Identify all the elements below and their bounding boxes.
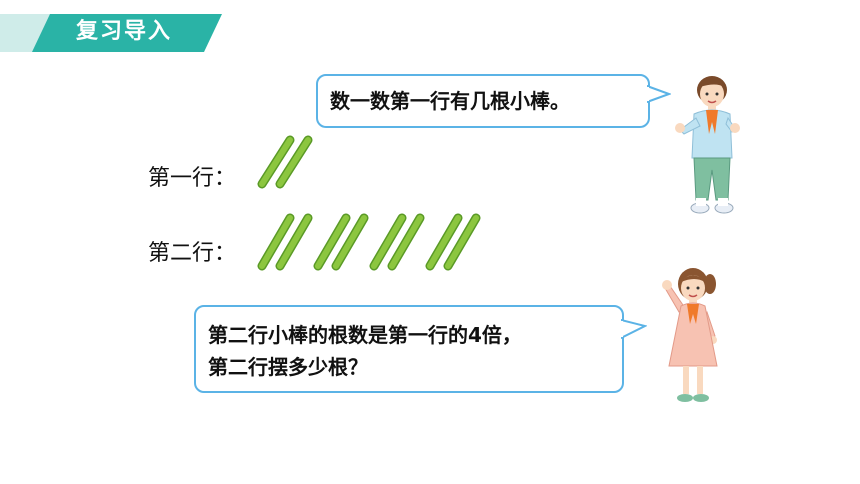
boy-illustration xyxy=(675,76,740,214)
bubble-tail-right xyxy=(647,84,671,104)
section-title: 复习导入 xyxy=(76,19,173,44)
sticks-row-first xyxy=(257,135,313,189)
stick xyxy=(275,213,313,271)
bubble-tail-right-bottom xyxy=(621,318,647,340)
boy-speech-text: 数一数第一行有几根小棒。 xyxy=(330,89,570,113)
stick xyxy=(313,213,351,271)
sticks-row-second xyxy=(257,213,481,271)
stick xyxy=(387,213,425,271)
girl-speech-bubble: 第二行小棒的根数是第一行的4倍， 第二行摆多少根？ xyxy=(194,305,624,393)
stick xyxy=(369,213,407,271)
boy-speech-bubble: 数一数第一行有几根小棒。 xyxy=(316,74,650,128)
stick-group-1 xyxy=(257,213,313,271)
row-label-first: 第一行： xyxy=(148,166,237,191)
stick xyxy=(443,213,481,271)
stick-group-2 xyxy=(313,213,369,271)
stick xyxy=(275,135,313,189)
row-label-second: 第二行： xyxy=(148,241,237,266)
stick-group-3 xyxy=(369,213,425,271)
girl-illustration xyxy=(662,268,718,402)
header-banner xyxy=(0,14,222,52)
stick xyxy=(257,213,295,271)
stick xyxy=(257,135,295,189)
stick-group-4 xyxy=(425,213,481,271)
stick xyxy=(425,213,463,271)
girl-speech-line-2: 第二行摆多少根？ xyxy=(208,355,368,379)
girl-speech-line-1: 第二行小棒的根数是第一行的4倍， xyxy=(208,323,522,347)
stick xyxy=(331,213,369,271)
